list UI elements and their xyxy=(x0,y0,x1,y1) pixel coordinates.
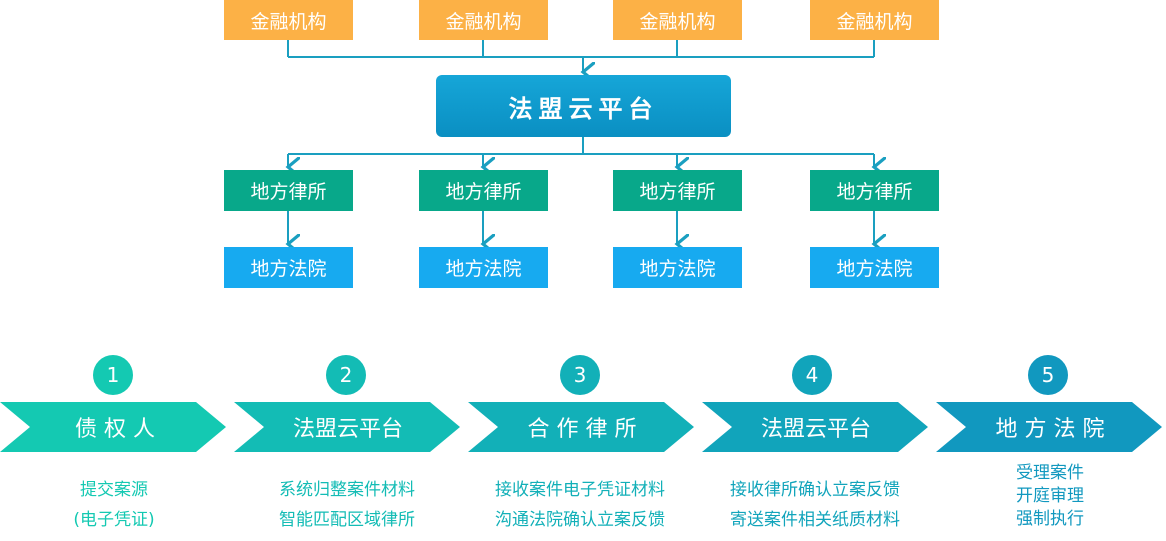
step-2-desc-line-2: 智能匹配区域律所 xyxy=(279,510,415,530)
step-4-label: 法盟云平台 xyxy=(760,417,871,442)
law-firm-3: 地方律所 xyxy=(613,170,742,211)
step-1-desc-line-2: (电子凭证) xyxy=(73,510,155,530)
step-3-number-badge: 3 xyxy=(560,355,600,395)
court-2: 地方法院 xyxy=(419,247,548,288)
step-2-desc-line-1: 系统归整案件材料 xyxy=(279,480,415,500)
step-2-chevron xyxy=(234,402,460,452)
step-3-chevron xyxy=(468,402,694,452)
step-4-desc-line-2: 寄送案件相关纸质材料 xyxy=(730,510,900,530)
step-1-chevron xyxy=(0,402,226,452)
step-5-chevron xyxy=(936,402,1162,452)
step-4-chevron xyxy=(702,402,928,452)
step-1-description: 提交案源 (电子凭证) xyxy=(14,475,214,535)
step-3-description: 接收案件电子凭证材料 沟通法院确认立案反馈 xyxy=(470,475,690,535)
law-firm-1: 地方律所 xyxy=(224,170,353,211)
step-3-desc-line-2: 沟通法院确认立案反馈 xyxy=(495,510,665,530)
financial-institution-2: 金融机构 xyxy=(419,0,548,40)
step-5-desc-line-3: 强制执行 xyxy=(1016,509,1084,529)
step-5-description: 受理案件 开庭审理 强制执行 xyxy=(970,462,1130,531)
step-4-description: 接收律所确认立案反馈 寄送案件相关纸质材料 xyxy=(705,475,925,535)
court-4: 地方法院 xyxy=(810,247,939,288)
law-firm-2: 地方律所 xyxy=(419,170,548,211)
step-2-label: 法盟云平台 xyxy=(292,417,403,442)
step-4-number-badge: 4 xyxy=(792,355,832,395)
platform-hub: 法盟云平台 xyxy=(436,75,731,137)
step-1-number-badge: 1 xyxy=(93,355,133,395)
step-3-desc-line-1: 接收案件电子凭证材料 xyxy=(495,480,665,500)
step-4-desc-line-1: 接收律所确认立案反馈 xyxy=(730,480,900,500)
financial-institution-1: 金融机构 xyxy=(224,0,353,40)
step-5-desc-line-1: 受理案件 xyxy=(1016,463,1084,483)
step-1-label: 债 权 人 xyxy=(75,417,155,442)
step-3-label: 合 作 律 所 xyxy=(527,417,637,442)
court-1: 地方法院 xyxy=(224,247,353,288)
court-3: 地方法院 xyxy=(613,247,742,288)
step-5-number-badge: 5 xyxy=(1028,355,1068,395)
financial-institution-4: 金融机构 xyxy=(810,0,939,40)
financial-institution-3: 金融机构 xyxy=(613,0,742,40)
step-2-number-badge: 2 xyxy=(326,355,366,395)
step-5-label: 地 方 法 院 xyxy=(995,417,1105,442)
law-firm-4: 地方律所 xyxy=(810,170,939,211)
step-2-description: 系统归整案件材料 智能匹配区域律所 xyxy=(247,475,447,535)
step-1-desc-line-1: 提交案源 xyxy=(80,480,148,500)
step-5-desc-line-2: 开庭审理 xyxy=(1016,486,1084,506)
